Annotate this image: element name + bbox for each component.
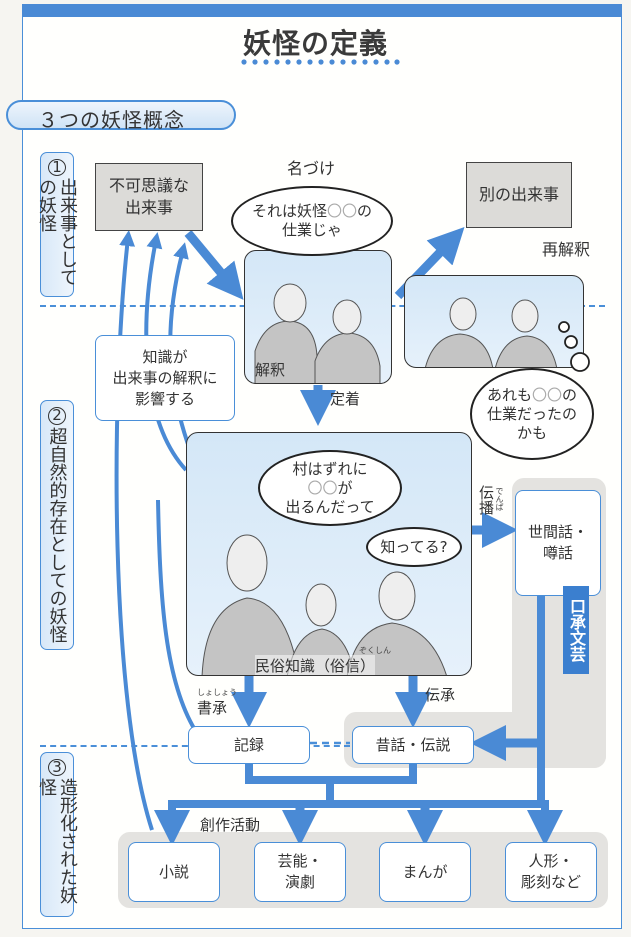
label-spread: 伝播 — [477, 485, 495, 515]
category-3-text: 造形化された妖怪 — [36, 778, 78, 905]
node-mysterious-event: 不可思議な 出来事 — [95, 163, 203, 231]
panel-folk-knowledge: ぞくしん 民俗知識（俗信） — [186, 432, 472, 676]
arrow-naming — [184, 230, 244, 300]
section-heading-text: ３つの妖怪概念 — [38, 108, 185, 132]
bubble-naming-line2: 仕業じゃ — [281, 221, 342, 239]
title-dotted-underline — [241, 59, 400, 65]
thought-dots-icon — [558, 321, 590, 372]
node-knowledge-influence: 知識が 出来事の解釈に 影響する — [95, 335, 235, 421]
villagers-illustration-icon — [254, 283, 381, 383]
ruby-zokushin: ぞくしん — [359, 646, 391, 655]
tag-oral-literature: 口承文芸 — [563, 586, 589, 674]
bubble-thought-line2: 仕業だったの — [486, 404, 577, 423]
bubble-naming-line1b: の — [357, 202, 373, 220]
arrow-influence-4 — [156, 499, 197, 732]
page-title: 妖怪の定義 — [242, 27, 388, 60]
node-record: 記録 — [188, 726, 310, 764]
label-creative: 創作活動 — [200, 816, 261, 834]
ruby-denpa: でんぱ — [495, 487, 504, 511]
bubble-village-line2: が — [337, 478, 353, 497]
section-heading: ３つの妖怪概念 — [6, 100, 236, 132]
bubble-village-line3: 出るんだって — [285, 497, 375, 516]
placeholder-yokai-name-2: 〇〇 — [531, 385, 562, 404]
bubble-village-line1: 村はずれに — [292, 459, 368, 478]
bubble-thought-line3: かも — [516, 423, 547, 442]
category-1-text: 出来事としての妖怪 — [36, 178, 78, 286]
bubble-thought-line1a: あれも — [486, 385, 532, 404]
label-settle: 定着 — [330, 390, 361, 408]
category-2-text: 超自然的存在としての妖怪 — [46, 427, 68, 643]
bubble-know: 知ってる? — [366, 527, 462, 567]
bubble-thought-line1b: の — [562, 385, 578, 404]
caption-interpretation: 解釈 — [255, 361, 286, 379]
arrow-influence-1 — [114, 230, 154, 831]
header-bar — [22, 4, 622, 17]
category-1-label: 1 出来事としての妖怪 — [36, 152, 78, 297]
category-2-label: 2 超自然的存在としての妖怪 — [40, 400, 74, 650]
label-oral-transmit: 伝承 — [425, 686, 456, 704]
label-naming: 名づけ — [287, 159, 336, 178]
label-written: 書承 — [197, 699, 228, 717]
category-2-number: 2 — [48, 407, 66, 425]
category-1-number: 1 — [48, 159, 66, 176]
bubble-naming: それは妖怪〇〇の 仕業じゃ — [231, 186, 393, 256]
placeholder-yokai-name: 〇〇 — [326, 202, 357, 220]
worried-villagers-illustration-icon — [425, 297, 558, 367]
node-dolls-sculpture: 人形・ 彫刻など — [505, 842, 597, 902]
category-3-number: 3 — [48, 759, 66, 777]
placeholder-yokai-name-3: 〇〇 — [307, 478, 338, 497]
panel-reinterpretation — [404, 275, 584, 368]
bubble-naming-line1a: それは妖怪 — [251, 202, 327, 220]
node-novel: 小説 — [128, 842, 220, 902]
caption-folk-knowledge: 民俗知識（俗信） — [255, 655, 376, 675]
label-reinterpret: 再解釈 — [542, 240, 591, 259]
node-performing-arts: 芸能・ 演劇 — [254, 842, 346, 902]
node-rumor: 世間話・ 噂話 — [515, 490, 601, 596]
bubble-village: 村はずれに 〇〇が 出るんだって — [258, 450, 402, 526]
panel-interpretation: 解釈 — [244, 250, 392, 384]
node-other-event: 別の出来事 — [466, 162, 572, 228]
bubble-thought: あれも〇〇の 仕業だったの かも — [470, 368, 594, 460]
node-manga: まんが — [379, 842, 471, 902]
node-legend: 昔話・伝説 — [352, 726, 474, 764]
ruby-shoshou: しょしょう — [197, 688, 237, 697]
merge-lines — [245, 760, 417, 800]
category-3-label: 3 造形化された妖怪 — [36, 752, 78, 917]
